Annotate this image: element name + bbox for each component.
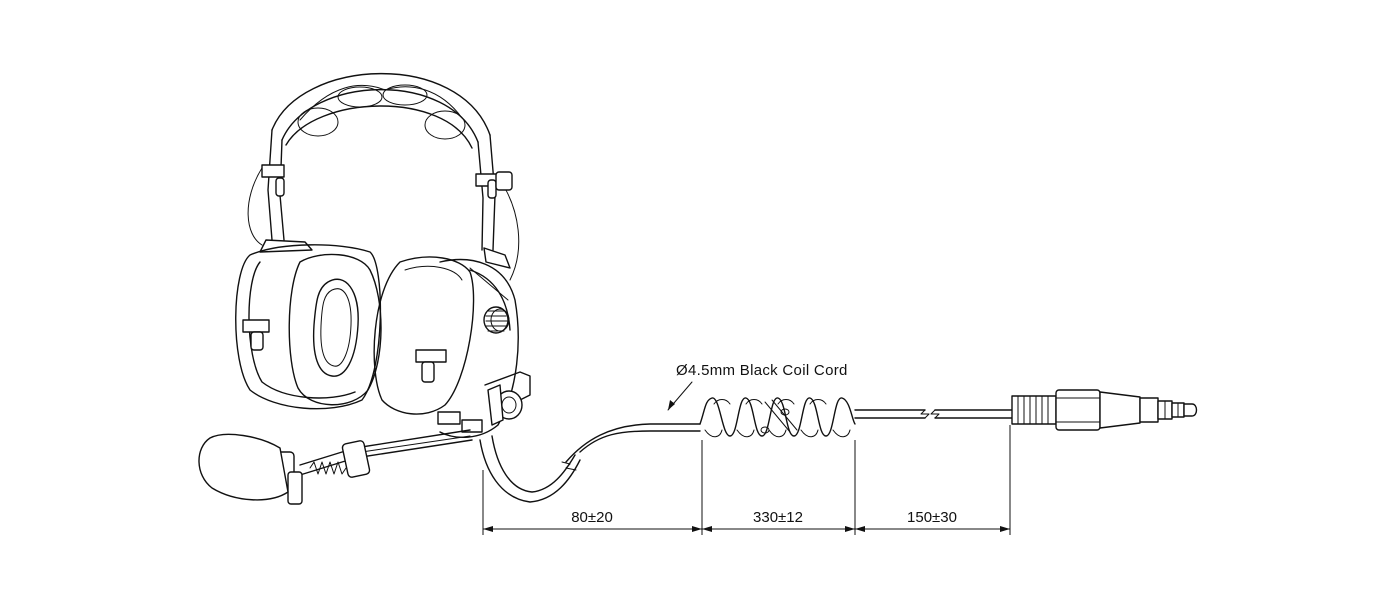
boom-mic-assembly bbox=[198, 371, 531, 505]
dimension-label-plug-cable: 150±30 bbox=[907, 509, 957, 526]
dimension-label-coil-section: 330±12 bbox=[753, 509, 803, 526]
military-plug-connector bbox=[1011, 389, 1198, 431]
headband bbox=[247, 73, 520, 281]
dimension-lines: 80±20 330±12 150±30 bbox=[482, 425, 1011, 535]
right-ear-cup bbox=[373, 256, 519, 439]
left-ear-cup bbox=[235, 244, 382, 410]
cord-label: Ø4.5mm Black Coil Cord bbox=[676, 362, 848, 379]
left-cup-clip bbox=[242, 319, 270, 333]
dimension-label-straight-cable: 80±20 bbox=[571, 509, 613, 526]
right-cup-clip bbox=[415, 349, 447, 363]
volume-knob-icon bbox=[483, 306, 510, 334]
coil-cord bbox=[699, 397, 856, 438]
left-adjuster-clip bbox=[261, 164, 285, 178]
headset-cable bbox=[479, 397, 1013, 503]
microphone-windscreen-icon bbox=[198, 433, 289, 501]
cord-callout: Ø4.5mm Black Coil Cord bbox=[667, 362, 848, 411]
